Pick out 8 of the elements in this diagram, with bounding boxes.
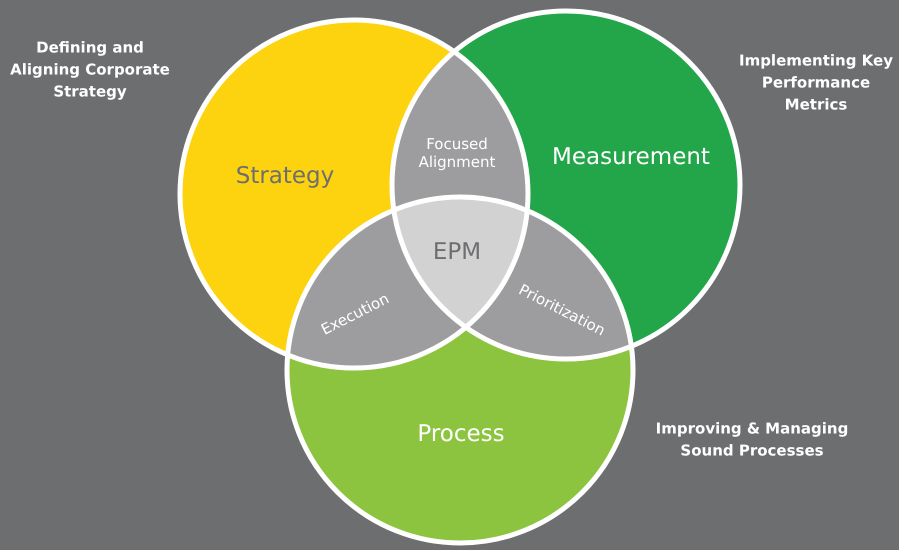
description-text: Implementing Key Performance Metrics xyxy=(738,50,894,115)
description-text: Defining and Aligning Corporate Strategy xyxy=(9,37,171,102)
region-label: Measurement xyxy=(552,144,710,172)
region-label: Process xyxy=(417,421,505,449)
region-label: EPM xyxy=(432,239,482,267)
region-label: Focused Alignment xyxy=(412,135,502,171)
description-text: Improving & Managing Sound Processes xyxy=(654,418,850,461)
region-label: Strategy xyxy=(236,163,334,191)
